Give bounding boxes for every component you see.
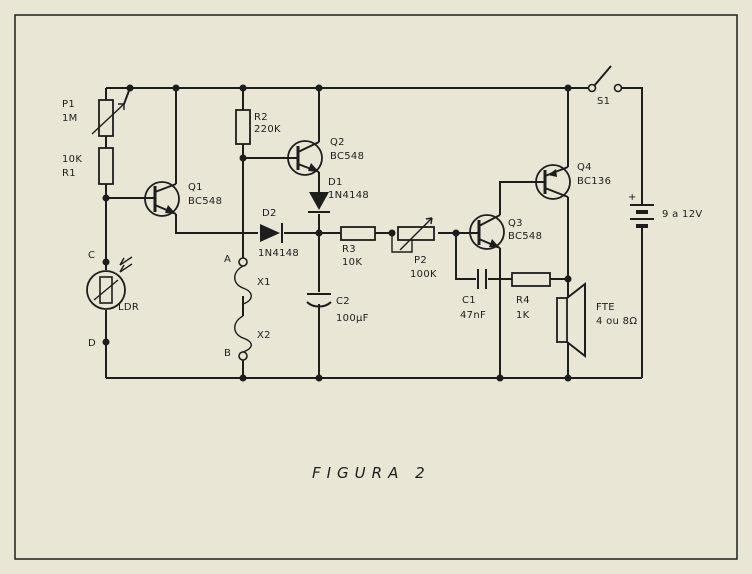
- label-battery-plus: +: [628, 192, 637, 203]
- label-p2-value: 100K: [410, 269, 437, 280]
- switch-s1: [587, 65, 623, 93]
- label-c1-ref: C1: [462, 295, 476, 306]
- label-x2: X2: [257, 330, 271, 341]
- label-c2-ref: C2: [336, 296, 350, 307]
- label-q4-value: BC136: [577, 176, 611, 187]
- ldr-sensor: [86, 256, 133, 310]
- labels: P1 1M 10K R1 Q1 BC548 C D LDR R2 220K Q2…: [62, 96, 703, 359]
- label-d2-ref: D2: [262, 208, 277, 219]
- label-r2-value: 220K: [254, 124, 281, 135]
- label-r3-value: 10K: [342, 257, 362, 268]
- diode-d1: [308, 192, 330, 213]
- label-battery-voltage: 9 a 12V: [662, 209, 703, 220]
- figure-caption: FIGURA 2: [312, 464, 431, 482]
- terminal-a: [238, 257, 248, 267]
- label-node-d: D: [88, 338, 96, 349]
- battery: [630, 204, 654, 232]
- junction-dots: [102, 84, 572, 382]
- resistor-r2: [235, 109, 251, 145]
- label-r4-ref: R4: [516, 295, 530, 306]
- label-q3-ref: Q3: [508, 218, 523, 229]
- resistor-r1: [98, 147, 114, 185]
- label-s1: S1: [597, 96, 610, 107]
- label-q2-value: BC548: [330, 151, 364, 162]
- label-d1-value: 1N4148: [328, 190, 369, 201]
- label-fte-ref: FTE: [596, 302, 615, 313]
- frame-border: [14, 14, 738, 560]
- label-fte-value: 4 ou 8Ω: [596, 316, 637, 327]
- label-node-c: C: [88, 250, 95, 261]
- capacitor-c1: [477, 269, 487, 289]
- node-d-dot: [102, 338, 110, 346]
- label-c2-value: 100µF: [336, 313, 369, 324]
- label-r1-ref: R1: [62, 168, 76, 179]
- wires: [105, 87, 643, 379]
- resistor-r4: [511, 272, 551, 287]
- label-q2-ref: Q2: [330, 137, 345, 148]
- potentiometer-p2: [391, 217, 435, 253]
- label-q1-value: BC548: [188, 196, 222, 207]
- label-x1: X1: [257, 277, 271, 288]
- label-p2-ref: P2: [414, 255, 427, 266]
- label-r1-value: 10K: [62, 154, 82, 165]
- transistor-q1: [144, 181, 180, 217]
- label-r4-value: 1K: [516, 310, 530, 321]
- label-r2-ref: R2: [254, 112, 268, 123]
- speaker-fte: [556, 281, 586, 359]
- label-c1-value: 47nF: [460, 310, 486, 321]
- terminal-b: [238, 351, 248, 361]
- label-d1-ref: D1: [328, 177, 343, 188]
- resistor-r3: [340, 226, 376, 241]
- label-ldr: LDR: [118, 302, 139, 313]
- label-q1-ref: Q1: [188, 182, 203, 193]
- label-p1-value: 1M: [62, 113, 78, 124]
- transistor-q4: [535, 164, 571, 200]
- label-p1-ref: P1: [62, 99, 75, 110]
- label-node-b: B: [224, 348, 231, 359]
- label-r3-ref: R3: [342, 244, 356, 255]
- label-node-a: A: [224, 254, 231, 265]
- potentiometer-p1: [91, 87, 131, 137]
- label-q3-value: BC548: [508, 231, 542, 242]
- label-d2-value: 1N4148: [258, 248, 299, 259]
- diode-d2: [260, 223, 283, 243]
- transistor-q3: [469, 214, 505, 250]
- sensor-wires-x1-x2: [234, 257, 252, 361]
- transistor-q2: [287, 140, 323, 176]
- node-c-dot: [102, 258, 110, 266]
- capacitor-c2: [306, 293, 332, 316]
- label-q4-ref: Q4: [577, 162, 592, 173]
